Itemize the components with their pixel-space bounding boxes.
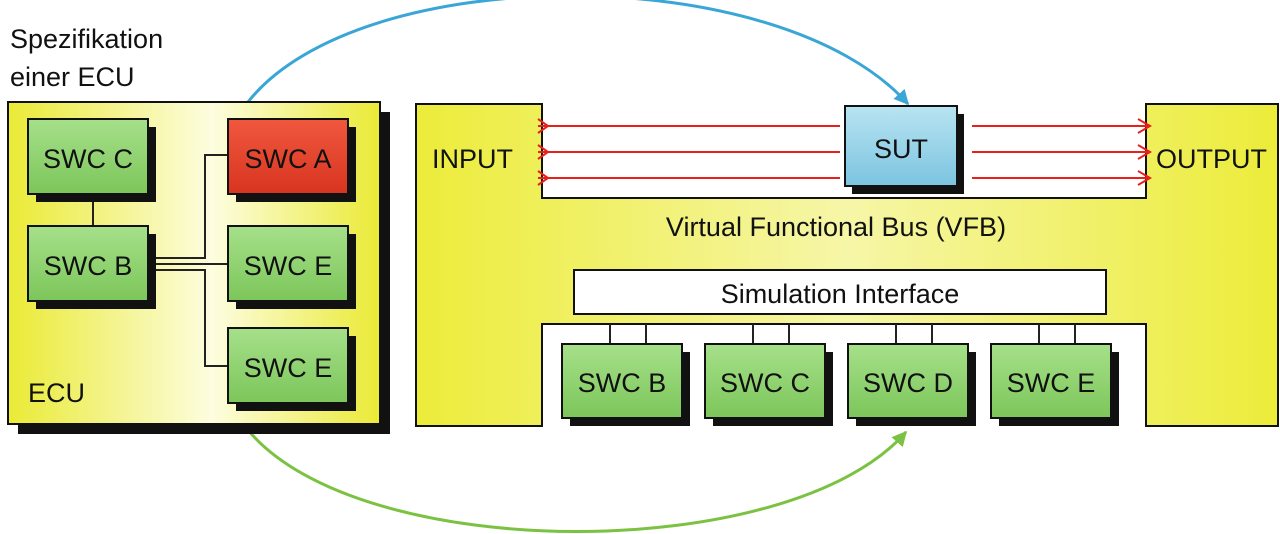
vfb-components: SWC B SWC C SWC D SWC E [561,343,1119,426]
vfb-panel [415,103,1279,427]
ecu-swc-b-box [27,225,156,309]
vfb-swc-box-3: SWC D [847,343,976,426]
spec-label-line2: einer ECU [10,62,135,92]
ecu-swc-e1-label: SWC E [244,251,333,281]
ecu-connection-lines [92,154,228,367]
vfb-swc-box-1: SWC B [561,343,690,426]
vfb-label: Virtual Functional Bus (VFB) [666,212,1006,242]
vfb-swc-label-1: SWC B [578,368,667,398]
vfb-swc-label-2: SWC C [720,368,810,398]
ecu-swc-a-box [227,118,356,202]
simulation-interface-label: Simulation Interface [721,279,960,309]
sut-label: SUT [874,134,928,164]
vfb-swc-label-3: SWC D [863,368,953,398]
ecu-swc-a-label: SWC A [244,144,331,174]
output-label: OUTPUT [1156,144,1267,174]
ecu-swc-c-label: SWC C [43,144,133,174]
input-signal-lines [537,118,840,186]
ecu-label: ECU [28,378,85,408]
sut-box [844,105,964,194]
ecu-swc-e1-box [227,225,356,309]
simulation-interface-box [573,269,1107,315]
vfb-swc-box-4: SWC E [990,343,1119,426]
vfb-swc-label-4: SWC E [1007,368,1096,398]
simulation-interface-connectors [609,324,1076,344]
output-signal-lines [972,118,1152,186]
top-curved-arrow [246,0,910,106]
vfb-swc-box-2: SWC C [704,343,833,426]
ecu-swc-c-box [27,118,156,202]
ecu-swc-e2-box [227,327,356,411]
ecu-swc-b-label: SWC B [44,251,133,281]
bottom-curved-arrow [246,429,908,533]
ecu-swc-e2-label: SWC E [244,353,333,383]
spec-label-line1: Spezifikation [10,24,163,54]
input-label: INPUT [432,144,513,174]
